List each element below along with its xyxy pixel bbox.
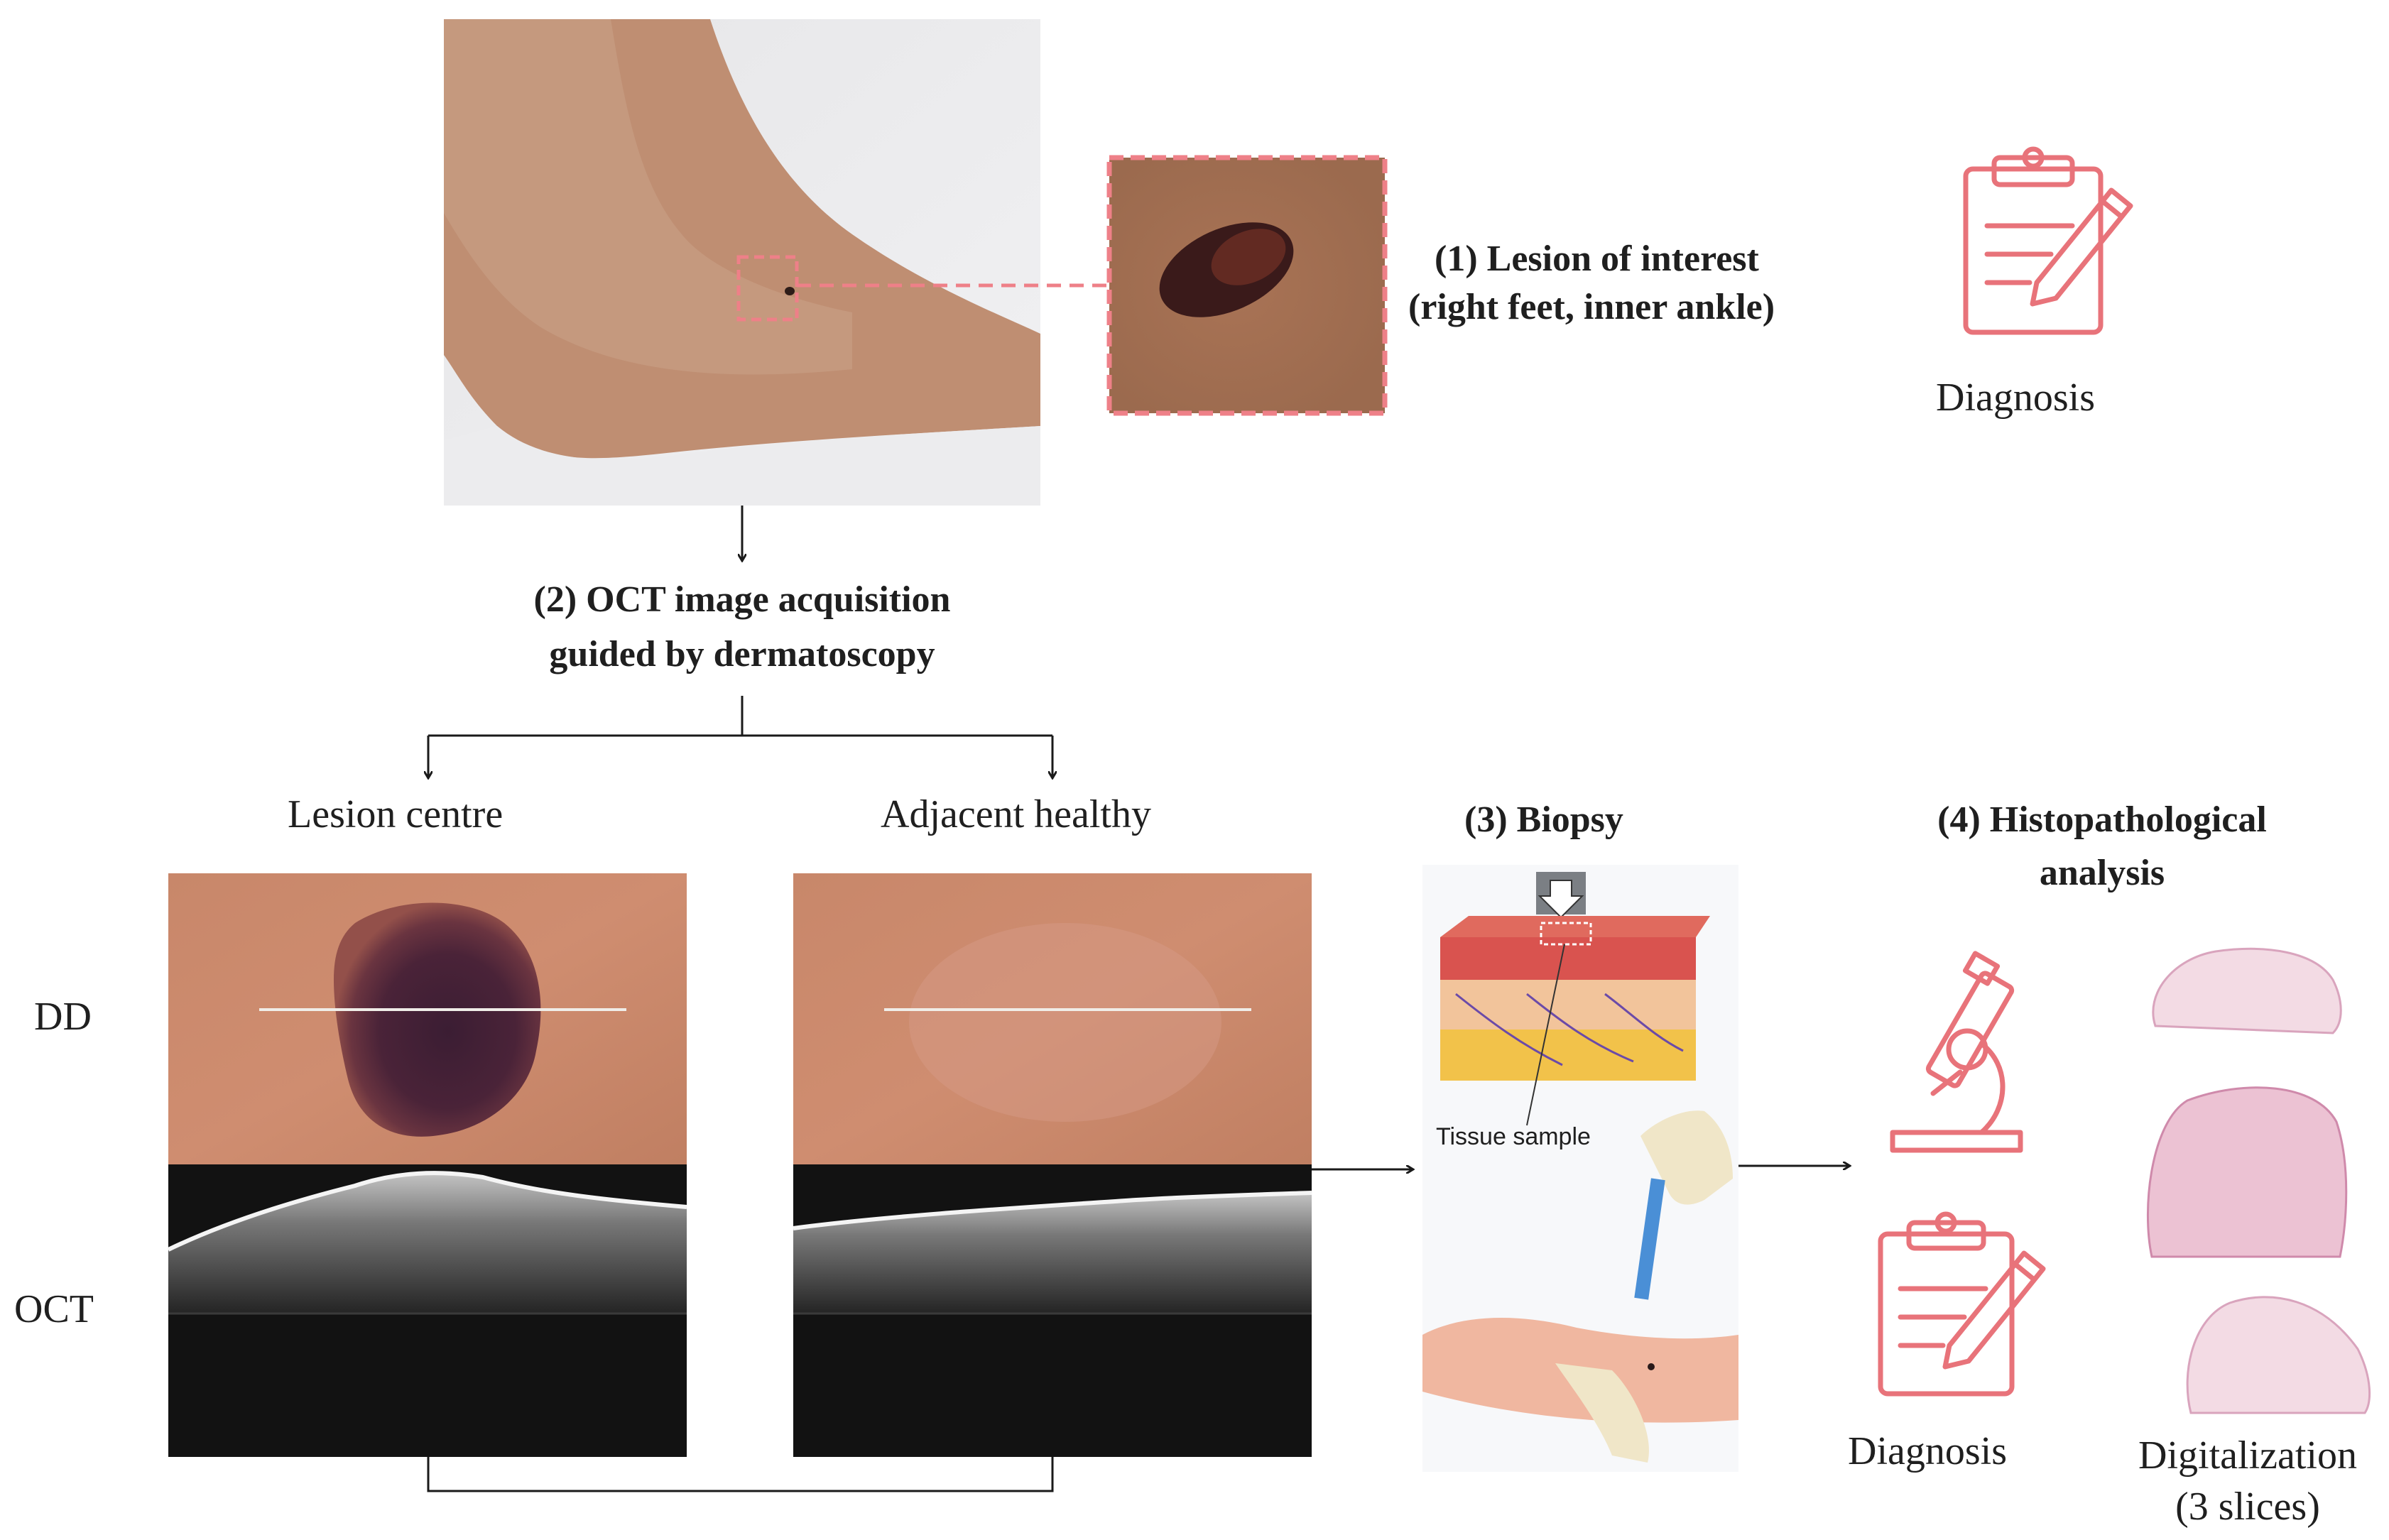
column-label-lesion-centre: Lesion centre (288, 792, 504, 836)
biopsy-illustration (1422, 865, 1738, 1472)
step1-title-line2: (right feet, inner ankle) (1408, 287, 1775, 327)
step2-title-line1: (2) OCT image acquisition (533, 579, 951, 620)
digitalization-label-line2: (3 slices) (2175, 1485, 2320, 1529)
ankle-photo (444, 19, 1040, 506)
row-label-oct: OCT (14, 1287, 94, 1331)
dd-lesion-image (168, 873, 687, 1164)
step4-title-line1: (4) Histopathological (1937, 799, 2267, 840)
microscope-icon (1890, 951, 2023, 1153)
diagnosis-label-top: Diagnosis (1936, 376, 2095, 420)
step4-title-line2: analysis (2039, 853, 2165, 893)
dd-healthy-image (793, 873, 1312, 1164)
split-bracket (428, 696, 1052, 778)
join-bracket (427, 1457, 1054, 1492)
diagnosis-label-bottom: Diagnosis (1848, 1429, 2007, 1473)
clipboard-icon (1963, 146, 2133, 335)
tissue-sample-label: Tissue sample (1436, 1123, 1591, 1150)
row-label-dd: DD (34, 995, 92, 1039)
oct-lesion-image (167, 1164, 687, 1457)
digitalization-label-line1: Digitalization (2138, 1433, 2357, 1478)
column-label-adjacent-healthy: Adjacent healthy (881, 792, 1151, 836)
clipboard-icon-bottom (1878, 1211, 2046, 1397)
oct-healthy-image (793, 1164, 1312, 1457)
histology-slices (2146, 947, 2371, 1414)
step1-title-line1: (1) Lesion of interest (1435, 239, 1759, 279)
lesion-zoom (1106, 155, 1388, 416)
step2-title-line2: guided by dermatoscopy (549, 634, 935, 675)
step3-title: (3) Biopsy (1464, 799, 1623, 840)
